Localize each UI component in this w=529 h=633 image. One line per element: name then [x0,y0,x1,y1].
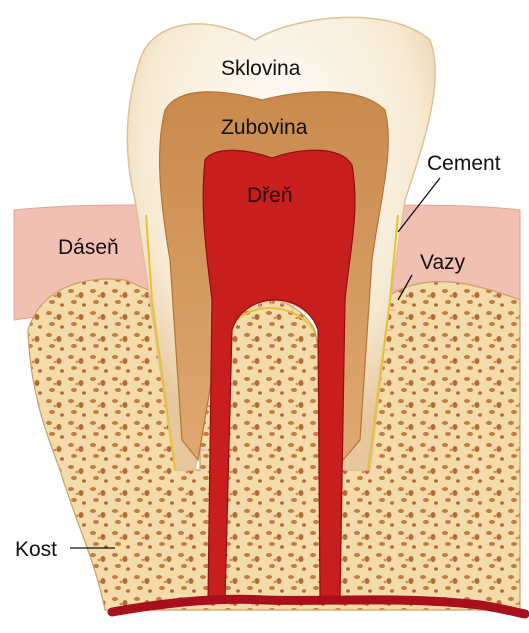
enamel-label: Sklovina [221,58,300,79]
pulp-label: Dřeň [247,185,293,206]
ligaments-label: Vazy [420,252,465,273]
dentin-label: Zubovina [221,117,307,138]
gum-label: Dáseň [58,237,119,258]
bone-label: Kost [15,539,57,560]
cementum-label: Cement [427,153,501,174]
bone [28,279,520,610]
